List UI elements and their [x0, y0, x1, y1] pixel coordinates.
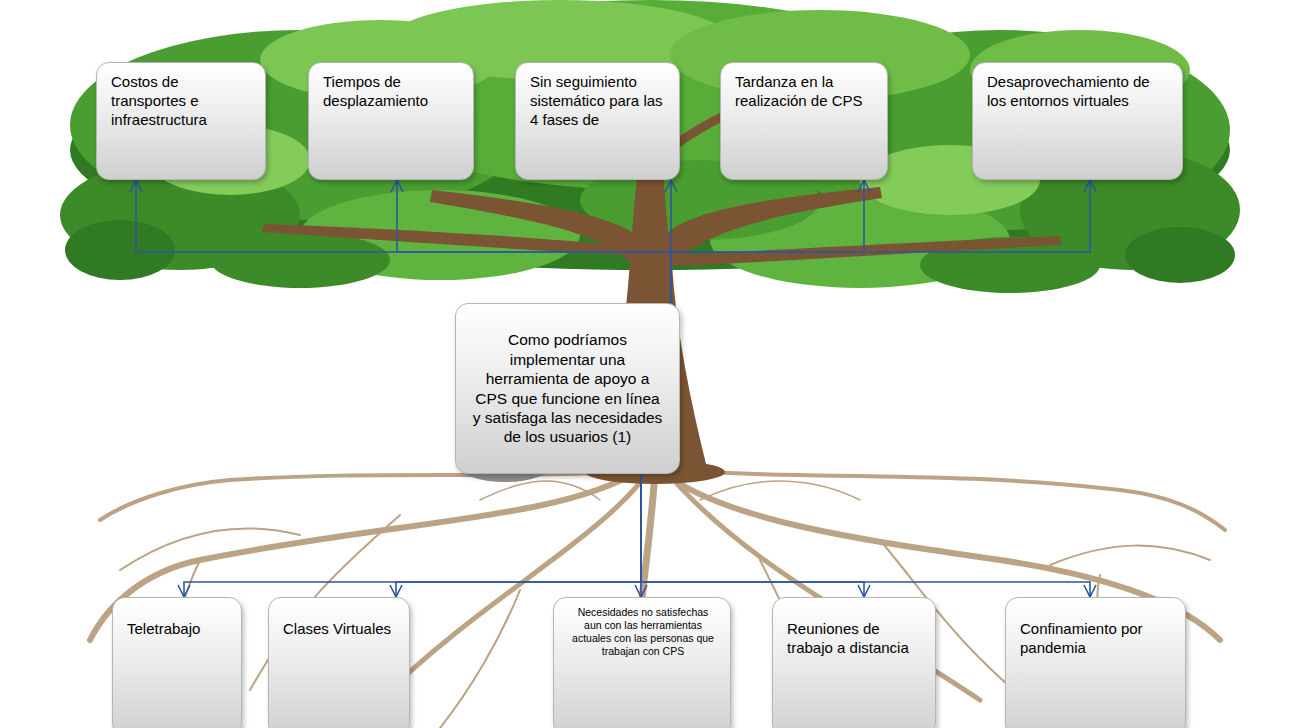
connector-arrow	[396, 474, 641, 597]
box-text: Necesidades no satisfechas aun con las h…	[568, 606, 718, 659]
connector-arrow	[397, 180, 671, 303]
effect-box: Desaprovechamiento de los entornos virtu…	[972, 62, 1183, 180]
box-text: Tiempos de desplazamiento	[323, 73, 463, 111]
connector-arrow	[671, 180, 864, 303]
box-text: Teletrabajo	[127, 620, 229, 639]
root	[1050, 546, 1210, 565]
box-text: Confinamiento por pandemia	[1020, 620, 1173, 658]
root	[440, 590, 520, 728]
leaves	[1125, 227, 1235, 283]
connector-arrow	[136, 180, 671, 303]
box-text: Costos de transportes e infraestructura	[111, 73, 255, 129]
leaves	[65, 220, 175, 280]
box-text: Sin seguimiento sistemático para las 4 f…	[530, 73, 669, 129]
effect-box: Tiempos de desplazamiento	[308, 62, 474, 180]
effect-box: Costos de transportes e infraestructura	[96, 62, 266, 180]
cause-box: Necesidades no satisfechas aun con las h…	[553, 597, 731, 728]
root	[120, 528, 300, 570]
leaves	[210, 232, 390, 288]
cause-box: Reuniones de trabajo a distancia	[772, 597, 936, 728]
connector-arrow	[641, 474, 1090, 597]
connector-arrow	[184, 474, 641, 597]
problem-box: Como podríamos implementar una herramien…	[455, 303, 680, 474]
effect-box: Sin seguimiento sistemático para las 4 f…	[515, 62, 680, 180]
box-text: Como podríamos implementar una herramien…	[470, 330, 665, 446]
cause-box: Confinamiento por pandemia	[1005, 597, 1186, 728]
effect-box: Tardanza en la realización de CPS	[720, 62, 888, 180]
branch	[262, 224, 630, 255]
box-text: Desaprovechamiento de los entornos virtu…	[987, 73, 1172, 111]
cause-box: Teletrabajo	[112, 597, 242, 728]
box-text: Reuniones de trabajo a distancia	[787, 620, 923, 658]
root	[100, 470, 645, 520]
root	[480, 481, 600, 500]
box-text: Clases Virtuales	[283, 620, 397, 639]
cause-box: Clases Virtuales	[268, 597, 410, 728]
root	[700, 481, 860, 500]
connector-arrow	[641, 474, 864, 597]
box-text: Tardanza en la realización de CPS	[735, 73, 877, 111]
root	[670, 470, 1225, 530]
connector-arrow	[671, 180, 1090, 303]
